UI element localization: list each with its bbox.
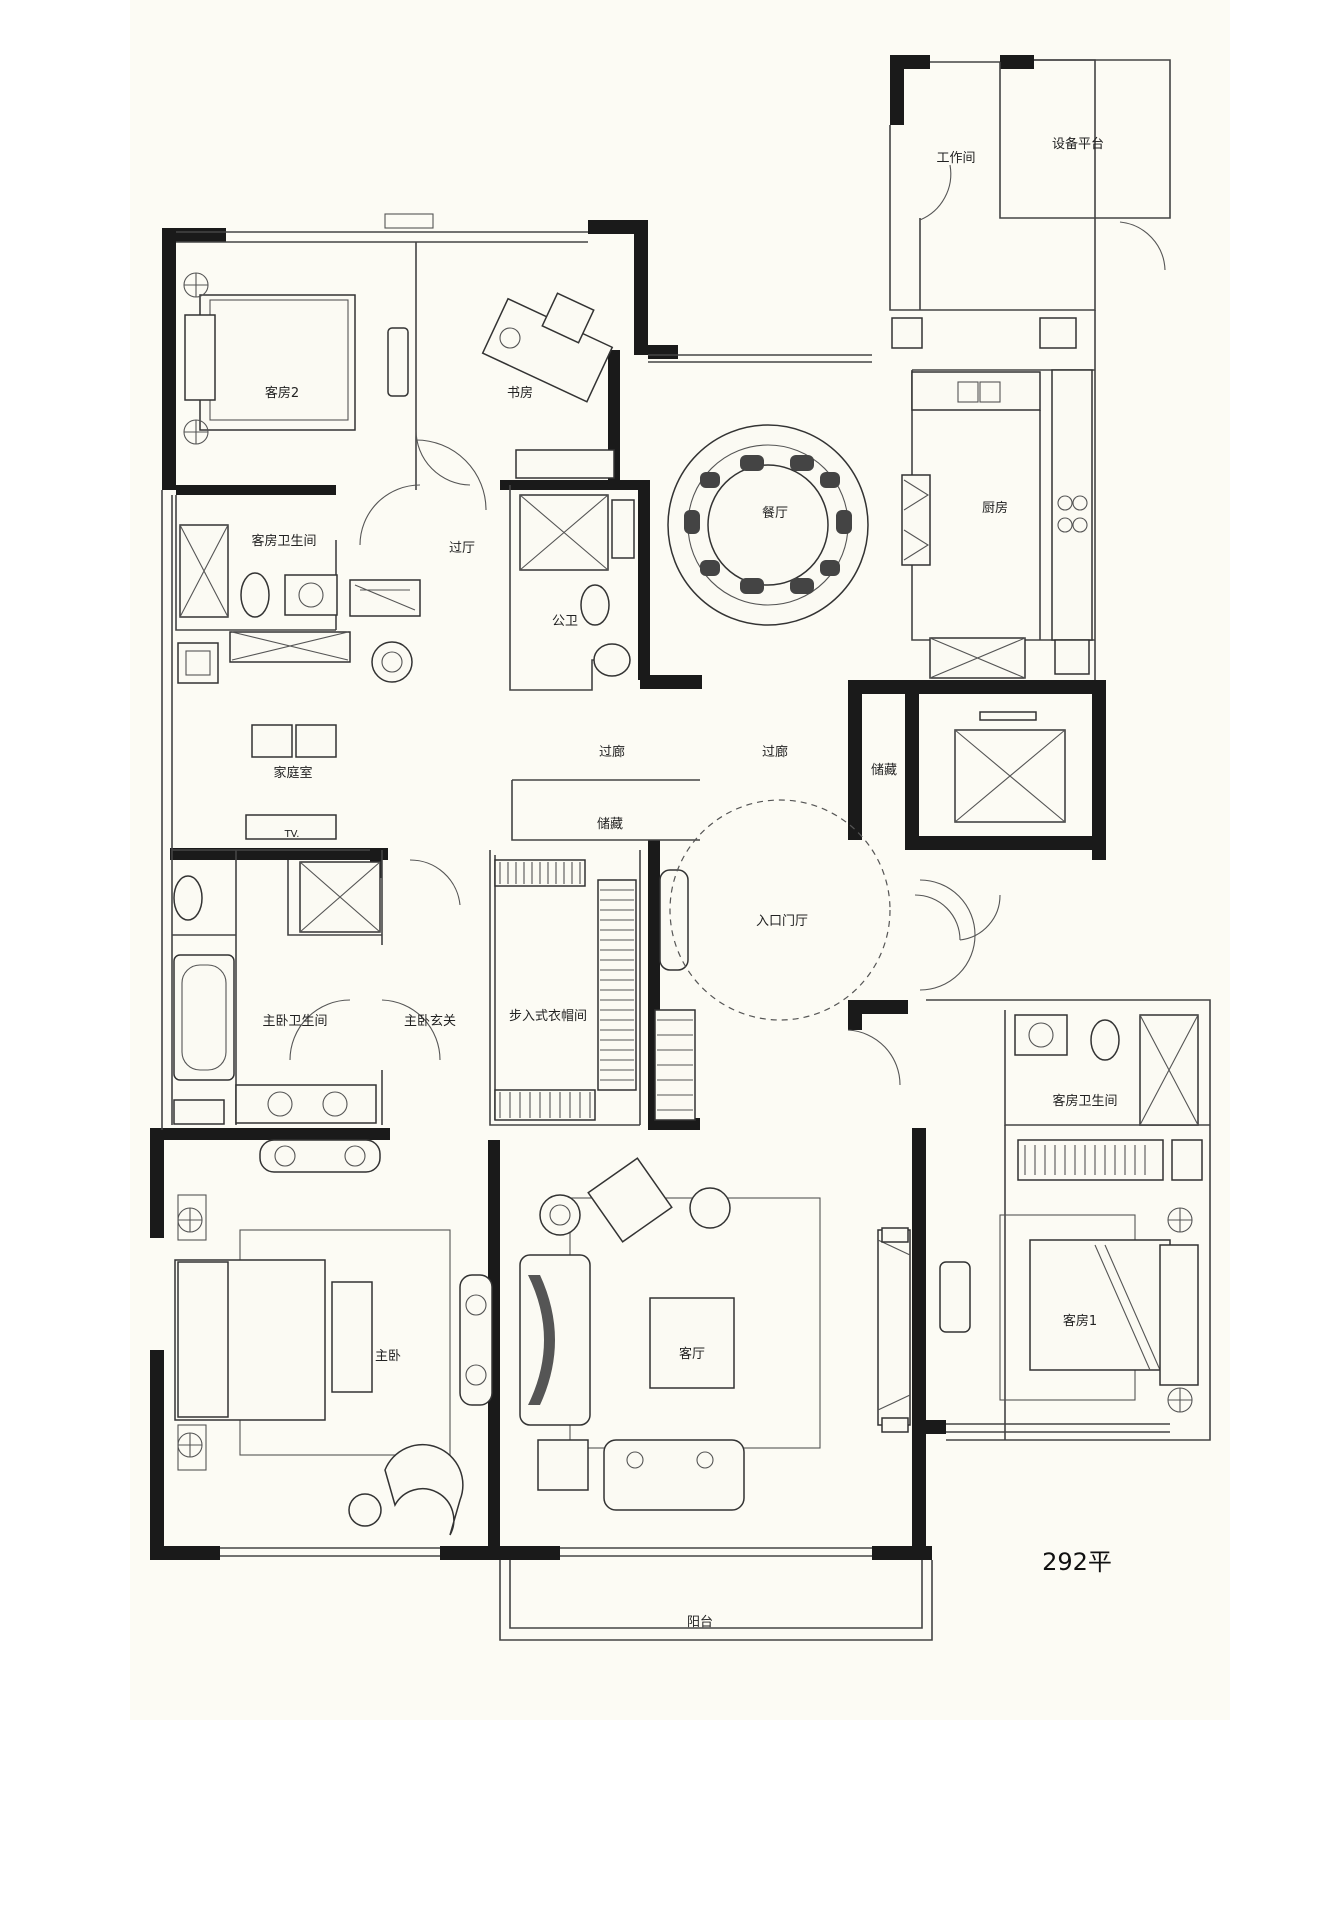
walls [150, 55, 1106, 1560]
label-storage-right: 储藏 [871, 763, 897, 778]
label-balcony: 阳台 [687, 1615, 713, 1630]
label-public-bathroom: 公卫 [552, 614, 578, 629]
label-corridor-right: 过廊 [762, 744, 788, 760]
label-master-foyer: 主卧玄关 [404, 1014, 456, 1029]
public-bath-fixtures [519, 494, 635, 677]
label-dining-room: 餐厅 [762, 505, 788, 521]
label-guest-room-2: 客房2 [265, 385, 299, 401]
label-storage-center: 储藏 [597, 817, 623, 832]
living-room-furniture [519, 1157, 911, 1511]
label-kitchen: 厨房 [982, 500, 1008, 516]
area-label: 292平 [1042, 1548, 1112, 1576]
kitchen-counters [891, 317, 1093, 679]
label-guest-bathroom-upper: 客房卫生间 [251, 533, 316, 549]
label-master-bedroom: 主卧 [375, 1349, 401, 1364]
guest-bath-upper-fixtures [179, 524, 421, 618]
room-labels: 工作间 设备平台 客房2 书房 客房卫生间 过厅 公卫 餐厅 厨房 家庭室 过廊… [251, 136, 1117, 1630]
guest-bath-lower-fixtures [1014, 1014, 1203, 1181]
elevator-shaft [954, 711, 1066, 823]
label-equipment-platform: 设备平台 [1052, 136, 1104, 152]
label-guest-room-1: 客房1 [1063, 1313, 1097, 1329]
label-walk-in-closet: 步入式衣帽间 [509, 1008, 587, 1024]
study-desk [481, 292, 615, 479]
label-work-room: 工作间 [936, 151, 975, 166]
label-guest-bathroom-lower: 客房卫生间 [1052, 1093, 1117, 1109]
label-tv: TV. [284, 829, 300, 840]
label-entrance-hall: 入口门厅 [756, 914, 808, 929]
door-swings [289, 164, 1166, 1086]
guest-room-2-bed [183, 272, 356, 445]
label-study: 书房 [507, 385, 533, 401]
master-bath-fixtures [173, 861, 381, 1125]
label-family-room: 家庭室 [273, 765, 312, 781]
label-hall: 过厅 [449, 541, 475, 556]
label-corridor-left: 过廊 [599, 744, 625, 760]
label-living-room: 客厅 [679, 1346, 705, 1362]
walk-in-closet-rails [494, 859, 696, 1121]
master-bedroom-furniture [174, 1139, 493, 1536]
guest-room-1-bed [939, 1207, 1199, 1413]
label-master-bathroom: 主卧卫生间 [262, 1014, 327, 1029]
family-room-furniture [177, 631, 413, 840]
dining-table [667, 424, 869, 626]
guest-room-2-cabinet [387, 327, 409, 397]
entrance-hall-circle [669, 799, 1001, 1021]
